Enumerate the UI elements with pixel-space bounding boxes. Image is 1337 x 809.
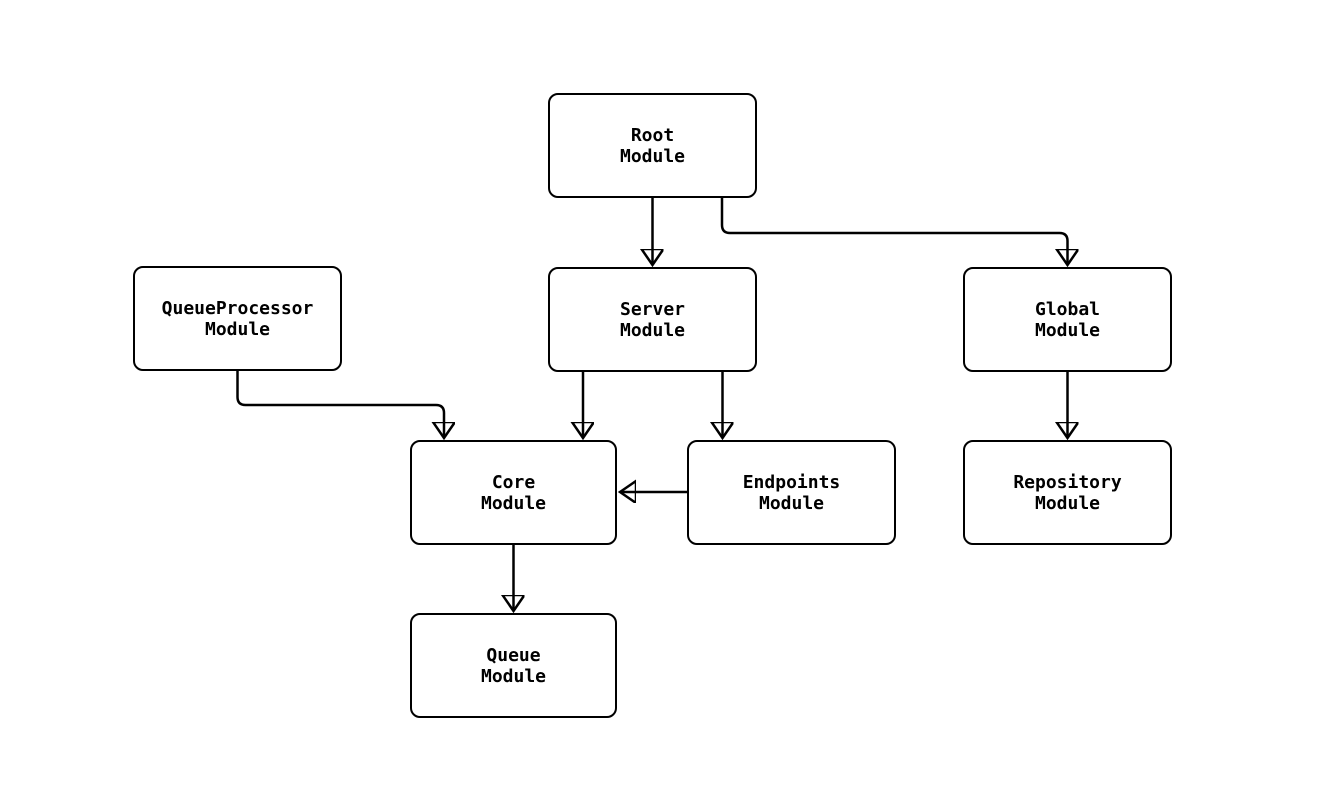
node-label: Module [1034,319,1101,341]
node-label: Root [630,124,675,146]
node-label: Module [480,665,547,687]
node-queueprocessor-module: QueueProcessor Module [133,266,342,371]
node-label: Global [1034,298,1101,320]
node-label: Module [204,318,271,340]
node-label: QueueProcessor [161,297,314,319]
node-root-module: Root Module [548,93,757,198]
node-label: Module [619,319,686,341]
node-label: Module [480,492,547,514]
node-endpoints-module: Endpoints Module [687,440,896,545]
node-label: Module [619,145,686,167]
node-server-module: Server Module [548,267,757,372]
node-label: Module [1034,492,1101,514]
node-label: Module [758,492,825,514]
node-label: Repository [1013,471,1122,493]
edge-queueprocessor-core [236,371,445,436]
edge-root-global [720,198,1068,263]
node-repository-module: Repository Module [963,440,1172,545]
node-queue-module: Queue Module [410,613,617,718]
node-core-module: Core Module [410,440,617,545]
node-global-module: Global Module [963,267,1172,372]
node-label: Endpoints [742,471,841,493]
node-label: Queue [486,644,541,666]
node-label: Server [619,298,686,320]
node-label: Core [491,471,536,493]
